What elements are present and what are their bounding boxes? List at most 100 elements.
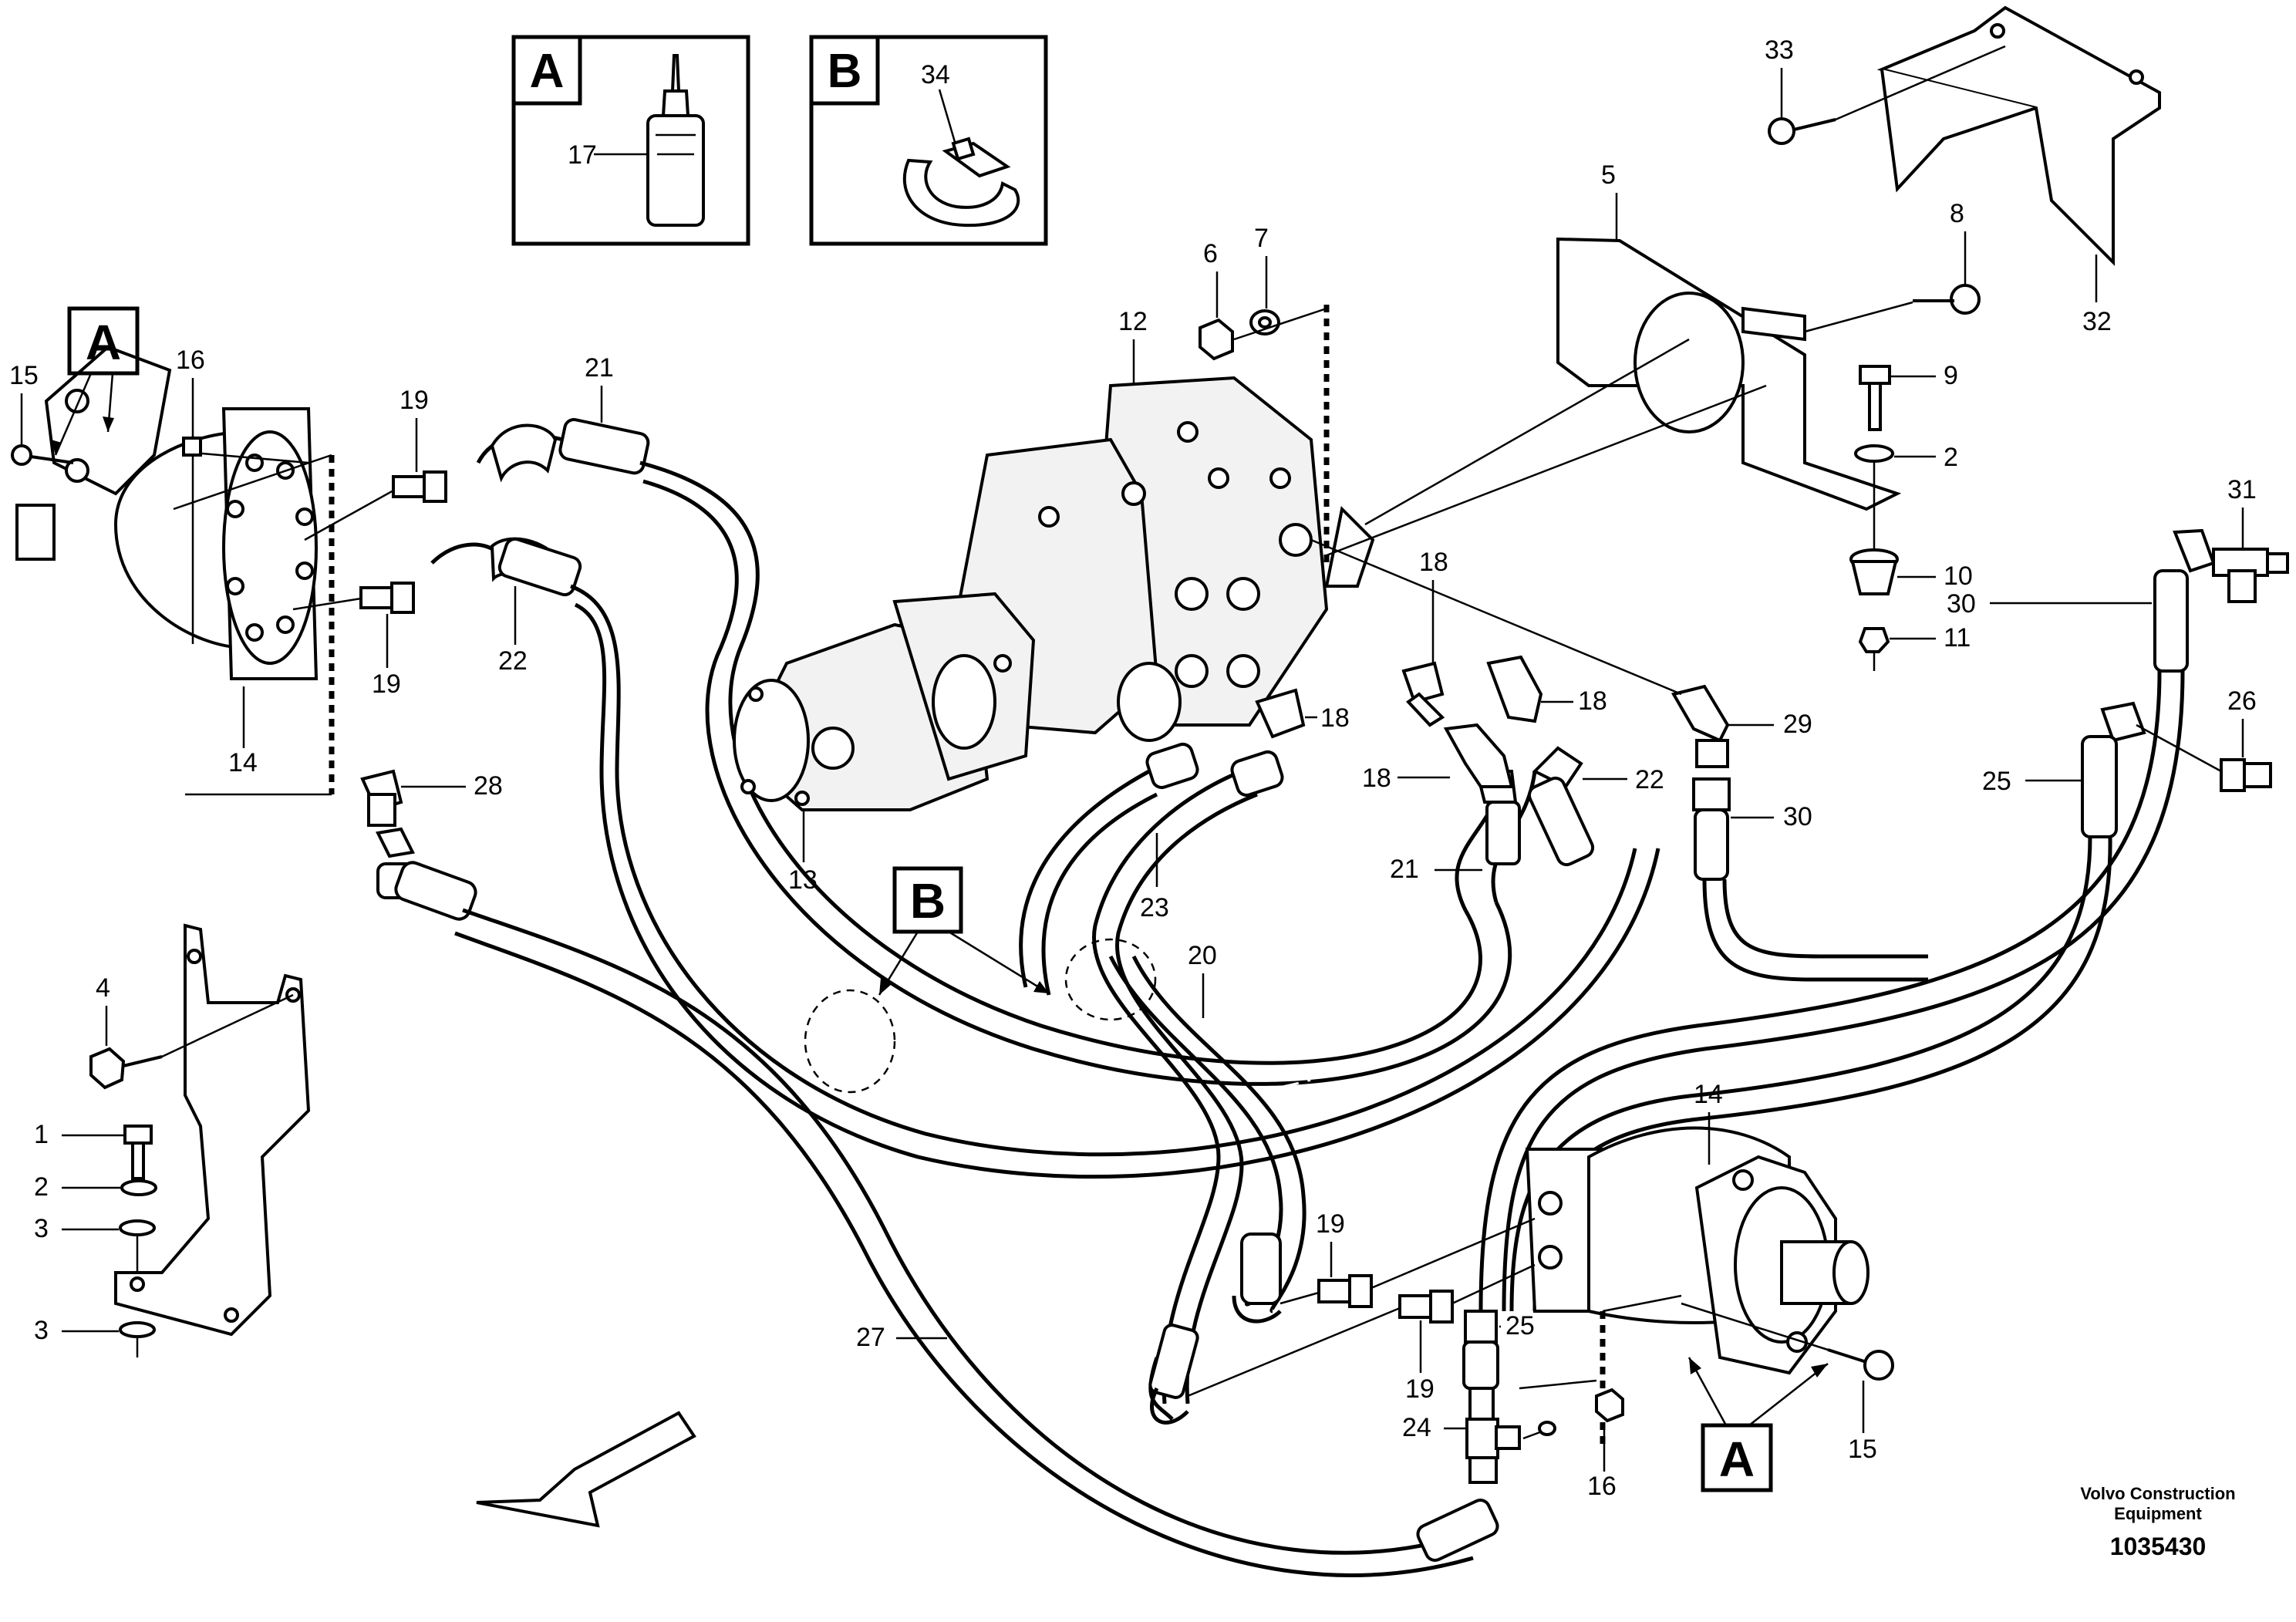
callout-33: 33 (1765, 35, 1794, 65)
washer-2-left[interactable] (120, 1179, 157, 1196)
hose-27[interactable] (376, 827, 1500, 1577)
detail-box-a[interactable]: A 17 (511, 35, 750, 246)
callout-8: 8 (1950, 199, 1964, 228)
hose-20[interactable] (1108, 955, 1306, 1425)
callout-10: 10 (1944, 561, 1973, 591)
detail-box-b-letter: B (828, 45, 862, 98)
callout-23: 23 (1140, 893, 1169, 922)
callout-15-right: 15 (1848, 1435, 1877, 1464)
washer-3-upper[interactable] (119, 1219, 156, 1236)
hose-21[interactable] (476, 418, 1537, 1086)
callout-17: 17 (568, 140, 597, 170)
callout-21-left: 21 (585, 353, 614, 383)
callout-5: 5 (1601, 160, 1616, 190)
callout-12: 12 (1118, 307, 1148, 336)
detail-box-b[interactable]: B 34 (809, 35, 1048, 246)
detail-box-a-letter: A (530, 45, 565, 98)
brand-line-2: Equipment (2114, 1504, 2202, 1523)
callout-7: 7 (1254, 224, 1269, 253)
callout-14-right: 14 (1694, 1080, 1723, 1109)
callout-2-right: 2 (1944, 443, 1958, 472)
bolt-1[interactable] (123, 1125, 153, 1180)
washer-2-right[interactable] (1854, 444, 1894, 463)
cable-tie-icon (902, 137, 1020, 228)
cable-tie-location-1 (804, 989, 896, 1094)
ref-letter-a-left: A (86, 315, 121, 370)
washer-7[interactable] (1249, 309, 1280, 336)
bolt-33[interactable] (1768, 117, 1836, 145)
bolt-4[interactable] (89, 1047, 163, 1090)
ref-letter-b: B (910, 873, 946, 929)
nut-6[interactable] (1199, 318, 1234, 361)
forward-direction-arrow-icon (476, 1411, 696, 1528)
hose-23[interactable] (1019, 742, 1285, 1404)
callout-21-right: 21 (1390, 855, 1419, 884)
bracket-5[interactable] (1556, 237, 1902, 511)
callout-28: 28 (474, 771, 503, 801)
hose-25-right[interactable] (1509, 701, 2146, 1312)
callout-31: 31 (2227, 475, 2257, 504)
callout-13: 13 (788, 865, 818, 895)
callout-16-right: 16 (1587, 1472, 1617, 1501)
elbow-28[interactable] (360, 769, 403, 827)
callout-22-right: 22 (1635, 765, 1664, 794)
bolt-9[interactable] (1859, 365, 1891, 431)
callout-18-right: 18 (1578, 686, 1607, 716)
tee-31[interactable] (2212, 548, 2289, 603)
callout-16-left: 16 (176, 346, 205, 375)
elbow-18-lower[interactable] (1443, 723, 1514, 788)
callout-29: 29 (1783, 710, 1812, 739)
elbow-29[interactable] (1671, 684, 1730, 768)
sealant-bottle-icon (646, 54, 705, 227)
hose-22-left[interactable] (430, 537, 1660, 1179)
callout-22-left: 22 (498, 646, 528, 676)
rubber-mount-10[interactable] (1849, 548, 1899, 595)
bolt-15-right[interactable] (1827, 1348, 1894, 1381)
callout-4: 4 (96, 973, 110, 1003)
callout-19-lower-left: 19 (372, 669, 401, 699)
callout-19-upper-left: 19 (400, 386, 429, 415)
callout-25-lower: 25 (1505, 1311, 1535, 1340)
cable-tie-location-2 (1064, 938, 1157, 1021)
callout-9: 9 (1944, 361, 1958, 390)
fitting-19-right-lower[interactable] (1398, 1290, 1454, 1324)
right-hydraulic-motor[interactable] (1525, 1126, 1870, 1375)
fitting-19-upper-left[interactable] (392, 470, 447, 503)
hose-30-right[interactable] (1478, 528, 2216, 1312)
left-hydraulic-motor[interactable] (15, 345, 319, 680)
callout-2-left: 2 (34, 1172, 49, 1202)
brand-line-1: Volvo Construction (2080, 1484, 2235, 1503)
callout-34: 34 (921, 60, 950, 89)
callout-14-left: 14 (228, 748, 258, 777)
elbow-18-center[interactable] (1255, 688, 1306, 739)
callout-18-lower: 18 (1362, 764, 1391, 793)
guard-32[interactable] (1876, 5, 2161, 266)
pump-assembly[interactable] (733, 376, 1375, 811)
fitting-19-lower-left[interactable] (359, 582, 415, 614)
washer-3-lower[interactable] (119, 1321, 156, 1338)
elbow-18-upper[interactable] (1401, 661, 1445, 727)
ref-letter-a-right: A (1719, 1431, 1755, 1487)
nut-11[interactable] (1858, 627, 1890, 653)
callout-3-lower: 3 (34, 1316, 49, 1345)
callout-6: 6 (1203, 239, 1218, 268)
tee-24[interactable] (1465, 1387, 1521, 1484)
callout-25-right: 25 (1982, 767, 2011, 796)
callout-19-right-lower: 19 (1405, 1374, 1435, 1404)
callout-30-center: 30 (1783, 802, 1812, 831)
callout-15-left: 15 (9, 361, 39, 390)
elbow-18-right[interactable] (1486, 655, 1543, 723)
nut-16-right[interactable] (1595, 1388, 1624, 1423)
hose-22-right[interactable] (1526, 746, 1596, 868)
hose-30-center[interactable] (1692, 777, 1928, 982)
bolt-8[interactable] (1913, 284, 1981, 315)
bracket-4[interactable] (114, 923, 311, 1337)
drawing-number: 1035430 (2110, 1533, 2207, 1560)
callout-20: 20 (1188, 941, 1217, 970)
fitting-26[interactable] (2220, 758, 2272, 792)
fitting-19-right-upper[interactable] (1317, 1274, 1373, 1308)
callout-19-right-upper: 19 (1316, 1209, 1345, 1239)
hose-25-lower[interactable] (1462, 1310, 1499, 1390)
nut-16-left[interactable] (182, 437, 202, 457)
